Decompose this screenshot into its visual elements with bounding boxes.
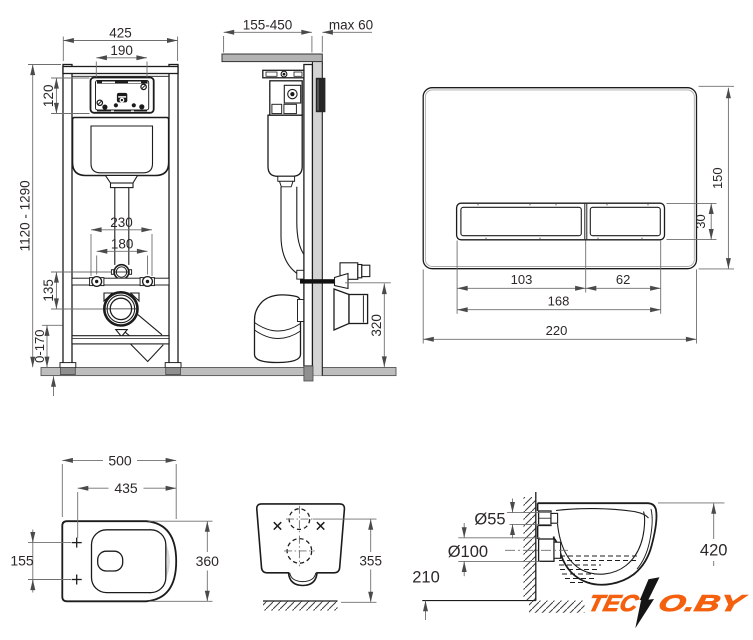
bowl-top-view: 500 435 155 360	[10, 452, 220, 603]
drain-outlet-flange	[333, 288, 350, 331]
frame-front-view: 425 190 120 1120 - 1290 230 180 135	[17, 26, 182, 396]
threaded-rod	[300, 279, 335, 284]
wall-band	[312, 61, 323, 376]
flush-button-small	[589, 206, 661, 237]
frame-lower-crossbar	[71, 335, 170, 345]
frame-right-foot	[165, 367, 181, 375]
side-rail	[303, 63, 314, 367]
frame-right-rail	[168, 63, 179, 369]
frame-top-crossbar	[62, 65, 179, 75]
drain-assembly	[51, 290, 170, 363]
cistern-access-window	[89, 76, 155, 114]
dim-bowl-width: 360	[196, 553, 220, 569]
wall-connections	[300, 262, 371, 331]
dim-foot-adjust-range: 0-170	[32, 330, 47, 363]
concealed-cistern	[71, 116, 170, 265]
bowl-side-dimensions: Ø55 Ø100 210 420	[412, 498, 728, 620]
rear-inlet-hole	[286, 505, 313, 533]
wall-anchor-plate	[315, 77, 326, 113]
bowl-rear-view: 355	[255, 503, 382, 611]
drain-duct-tip	[130, 343, 164, 363]
bowl-side-view: Ø55 Ø100 210 420	[412, 492, 727, 620]
brand-logo-text-right: O.BY	[656, 590, 750, 616]
dim-drain-diameter: Ø100	[448, 543, 488, 561]
flush-plate-dimensions: 150 30 103 62 168 220	[422, 85, 734, 344]
dim-window-height: 120	[41, 85, 56, 108]
floor-hatch	[529, 600, 585, 613]
water-level-dashes	[559, 555, 640, 583]
frame-left-rail	[62, 63, 73, 369]
dim-wall-finish-max: max 60	[329, 17, 373, 32]
rear-bolt-marks	[273, 521, 325, 531]
frame-front-dimensions: 425 190 120 1120 - 1290 230 180 135	[17, 26, 179, 396]
dim-plate-height: 150	[710, 167, 725, 189]
bowl-top-dimensions: 500 435 155 360	[10, 452, 220, 602]
bowl-outline-rear	[255, 503, 346, 587]
flush-button-large	[460, 206, 582, 237]
cistern-funnel	[104, 174, 139, 184]
flush-plate-view: 150 30 103 62 168 220	[422, 85, 734, 344]
dim-button-left-width: 103	[511, 272, 533, 287]
plate-tick-marks	[477, 203, 649, 240]
rear-drain-hole	[284, 535, 315, 567]
drain-outlet-pipe	[348, 293, 369, 325]
brand-logo: O.BY TEC	[585, 577, 750, 629]
dim-buttons-width: 168	[548, 294, 570, 309]
lightning-bolt-icon	[635, 577, 660, 629]
bowl-drain-top	[97, 550, 124, 572]
brand-logo-text-left: TEC	[586, 590, 643, 616]
dim-frame-width: 425	[109, 26, 132, 41]
bowl-rear-dimensions: 355	[313, 518, 382, 603]
dim-outlet-height: 320	[369, 314, 384, 337]
frame-side-dimensions: 155-450 max 60 320	[223, 17, 391, 368]
flush-plate-body	[422, 87, 698, 270]
seat-bolt-holes	[71, 537, 82, 585]
side-rail-foot	[303, 365, 314, 382]
dim-inlet-diameter: Ø55	[474, 510, 505, 528]
side-cistern	[267, 80, 303, 188]
floor-strip	[40, 367, 397, 377]
wall-hatch	[523, 497, 536, 601]
drain-trap	[253, 294, 305, 364]
dim-bowl-length: 500	[108, 452, 132, 468]
bowl-rim-top	[90, 529, 167, 594]
dim-window-width: 190	[110, 43, 133, 58]
frame-left-foot	[60, 367, 76, 375]
frame-side-view: 155-450 max 60 320	[221, 17, 391, 382]
fixing-bolts-bar	[71, 275, 170, 288]
dim-hole-spacing: 155	[10, 553, 34, 569]
bowl-profile	[505, 502, 658, 586]
dim-button-height: 30	[693, 214, 708, 228]
rear-ground	[263, 600, 338, 611]
dim-fixing-bolt-spacing: 180	[111, 236, 134, 251]
dim-fixing-outer-spacing: 230	[110, 215, 133, 230]
wall-slab	[221, 53, 323, 63]
wall-bracket-top	[262, 69, 305, 79]
dim-outlet-drop: 135	[41, 279, 56, 302]
dim-bowl-height: 420	[700, 541, 728, 559]
dim-frame-height-range: 1120 - 1290	[17, 180, 32, 251]
dim-plate-width: 220	[546, 323, 568, 338]
dim-inlet-height: 355	[359, 553, 382, 568]
dim-length-to-holes: 435	[114, 480, 138, 496]
dim-button-right-width: 62	[616, 272, 630, 287]
dim-depth-position-range: 155-450	[243, 17, 293, 32]
dim-drain-height: 210	[412, 568, 440, 586]
